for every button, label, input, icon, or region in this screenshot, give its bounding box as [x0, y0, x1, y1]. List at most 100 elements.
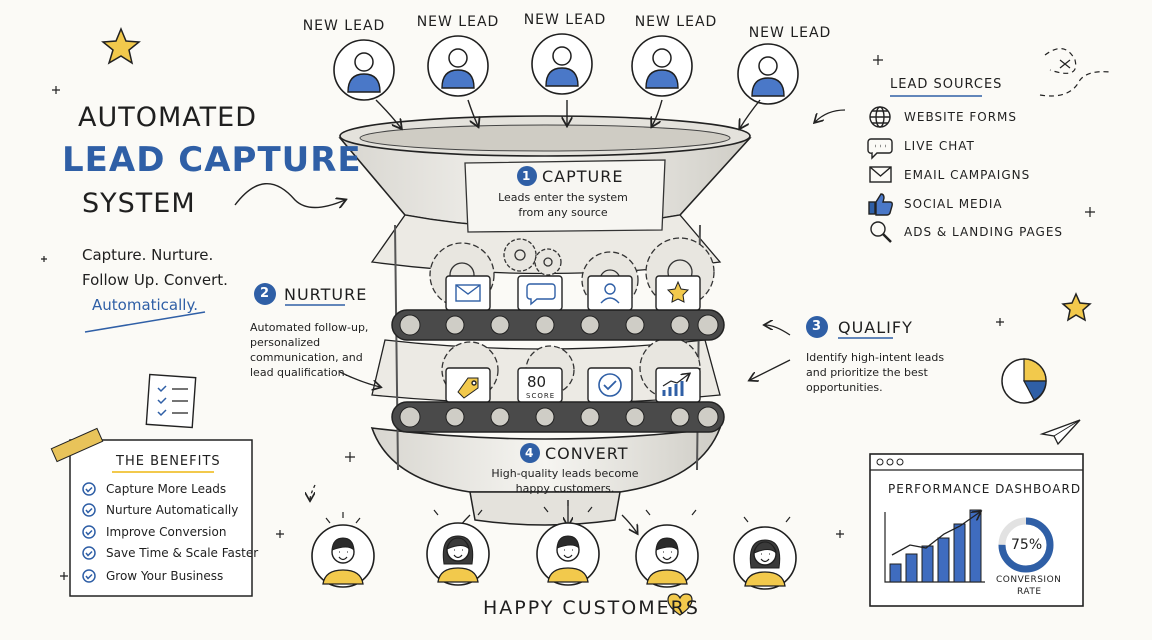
step-badge: [806, 316, 828, 338]
tagline-line-3: Automatically.: [92, 296, 198, 314]
check-circle-icon: [82, 546, 96, 560]
dashboard-bar: [889, 563, 902, 583]
step-desc-nurture: Automated follow-up, personalized commun…: [250, 321, 369, 379]
trend-line: [891, 512, 980, 556]
star-icon: [101, 27, 141, 65]
conversion-percent: 75%: [1011, 537, 1043, 553]
price-tag-card: [445, 367, 491, 403]
customer-avatar-icon: [536, 522, 600, 586]
lead-source-item: LIVE CHAT: [904, 139, 975, 153]
lead-avatar-icon: [333, 39, 395, 101]
step-title-capture: CAPTURE: [542, 167, 624, 186]
new-lead-label: NEW LEAD: [302, 18, 386, 34]
check-circle-icon: [82, 525, 96, 539]
score-label: SCORE: [526, 392, 556, 400]
dashboard-bar: [937, 537, 950, 583]
step-desc-capture: Leads enter the system from any source: [498, 191, 628, 219]
step-number: 3: [812, 319, 822, 334]
lead-avatar-icon: [427, 35, 489, 97]
magnifier-icon: [870, 221, 892, 243]
new-lead-label: NEW LEAD: [634, 14, 718, 30]
flourish-decoration: [1039, 48, 1111, 97]
underline-decoration: [84, 311, 206, 333]
page-title-line-3: SYSTEM: [82, 188, 196, 219]
checkmark-card: [587, 367, 633, 403]
dashboard-bar: [953, 523, 966, 583]
customer-avatar-icon: [311, 524, 375, 588]
checklist-icon: [145, 373, 197, 429]
conversion-caption-2: RATE: [1017, 587, 1042, 597]
conversion-donut: [998, 517, 1054, 573]
dashboard-bar: [921, 545, 934, 583]
conveyor-belt: [391, 401, 725, 433]
dashboard-title: PERFORMANCE DASHBOARD: [888, 482, 1082, 496]
lead-avatar-icon: [631, 35, 693, 97]
check-circle-icon: [82, 569, 96, 583]
globe-icon: [869, 106, 891, 128]
page-title-line-2: LEAD CAPTURE: [62, 140, 362, 180]
new-lead-label: NEW LEAD: [416, 14, 500, 30]
star-icon: [1061, 292, 1092, 322]
envelope-icon: [869, 166, 892, 183]
new-lead-label: NEW LEAD: [523, 12, 607, 28]
lead-arrows: [375, 99, 761, 128]
step-badge: [517, 166, 537, 186]
check-circle-icon: [82, 503, 96, 517]
lead-avatar-icon: [737, 43, 799, 105]
star-card: [655, 275, 701, 311]
step-badge: [520, 443, 540, 463]
x-mark-icon: [1059, 59, 1071, 69]
benefit-item: Save Time & Scale Faster: [106, 546, 259, 560]
benefits-card: [50, 427, 253, 597]
check-circle-icon: [82, 482, 96, 496]
dashboard-bar: [969, 509, 982, 583]
joy-marks: [325, 500, 791, 524]
profile-card: [587, 275, 633, 311]
pie-chart-icon: [1001, 358, 1047, 404]
step-desc-convert: High-quality leads become happy customer…: [491, 467, 639, 495]
chat-bubble-icon: [867, 138, 893, 160]
sparkle-icon: [41, 55, 1095, 580]
conversion-caption-1: CONVERSION: [996, 575, 1062, 585]
customer-avatar-icon: [426, 522, 490, 586]
lead-avatar-icon: [531, 33, 593, 95]
lead-source-item: WEBSITE FORMS: [904, 110, 1018, 124]
lead-source-item: EMAIL CAMPAIGNS: [904, 168, 1031, 182]
score-card: [517, 367, 563, 403]
chat-card: [517, 275, 563, 311]
thumbs-up-icon: [868, 193, 893, 216]
benefit-item: Capture More Leads: [106, 482, 227, 496]
benefit-item: Nurture Automatically: [106, 503, 239, 517]
lead-source-item: ADS & LANDING PAGES: [904, 225, 1064, 239]
customer-avatar-icon: [733, 526, 797, 590]
step-number: 4: [525, 446, 534, 460]
step-number: 2: [260, 286, 270, 301]
benefit-item: Improve Conversion: [106, 525, 227, 539]
step-badge: [254, 283, 276, 305]
lead-source-item: SOCIAL MEDIA: [904, 197, 1003, 211]
conveyor-belt: [391, 309, 725, 341]
lead-sources-title: LEAD SOURCES: [890, 77, 1003, 92]
growth-chart-card: [655, 367, 701, 403]
heart-icon: [667, 593, 693, 616]
customer-avatar-icon: [635, 524, 699, 588]
page-title-line-1: AUTOMATED: [78, 102, 257, 133]
tagline-line-1: Capture. Nurture.: [82, 246, 214, 264]
paper-plane-icon: [1039, 419, 1081, 446]
happy-customers-label: HAPPY CUSTOMERS: [483, 597, 700, 619]
step-title-convert: CONVERT: [545, 444, 629, 463]
capture-plaque: [464, 159, 666, 233]
dashboard-bar: [905, 553, 918, 583]
step-title-nurture: NURTURE: [284, 285, 368, 304]
new-lead-label: NEW LEAD: [748, 25, 832, 41]
benefit-item: Grow Your Business: [106, 569, 224, 583]
benefits-title: THE BENEFITS: [116, 454, 221, 469]
envelope-card: [445, 275, 491, 311]
step-desc-qualify: Identify high-intent leads and prioritiz…: [806, 351, 945, 394]
arrow: [234, 183, 345, 208]
step-number: 1: [522, 169, 531, 183]
score-value: 80: [527, 373, 547, 391]
step-title-qualify: QUALIFY: [838, 318, 913, 337]
